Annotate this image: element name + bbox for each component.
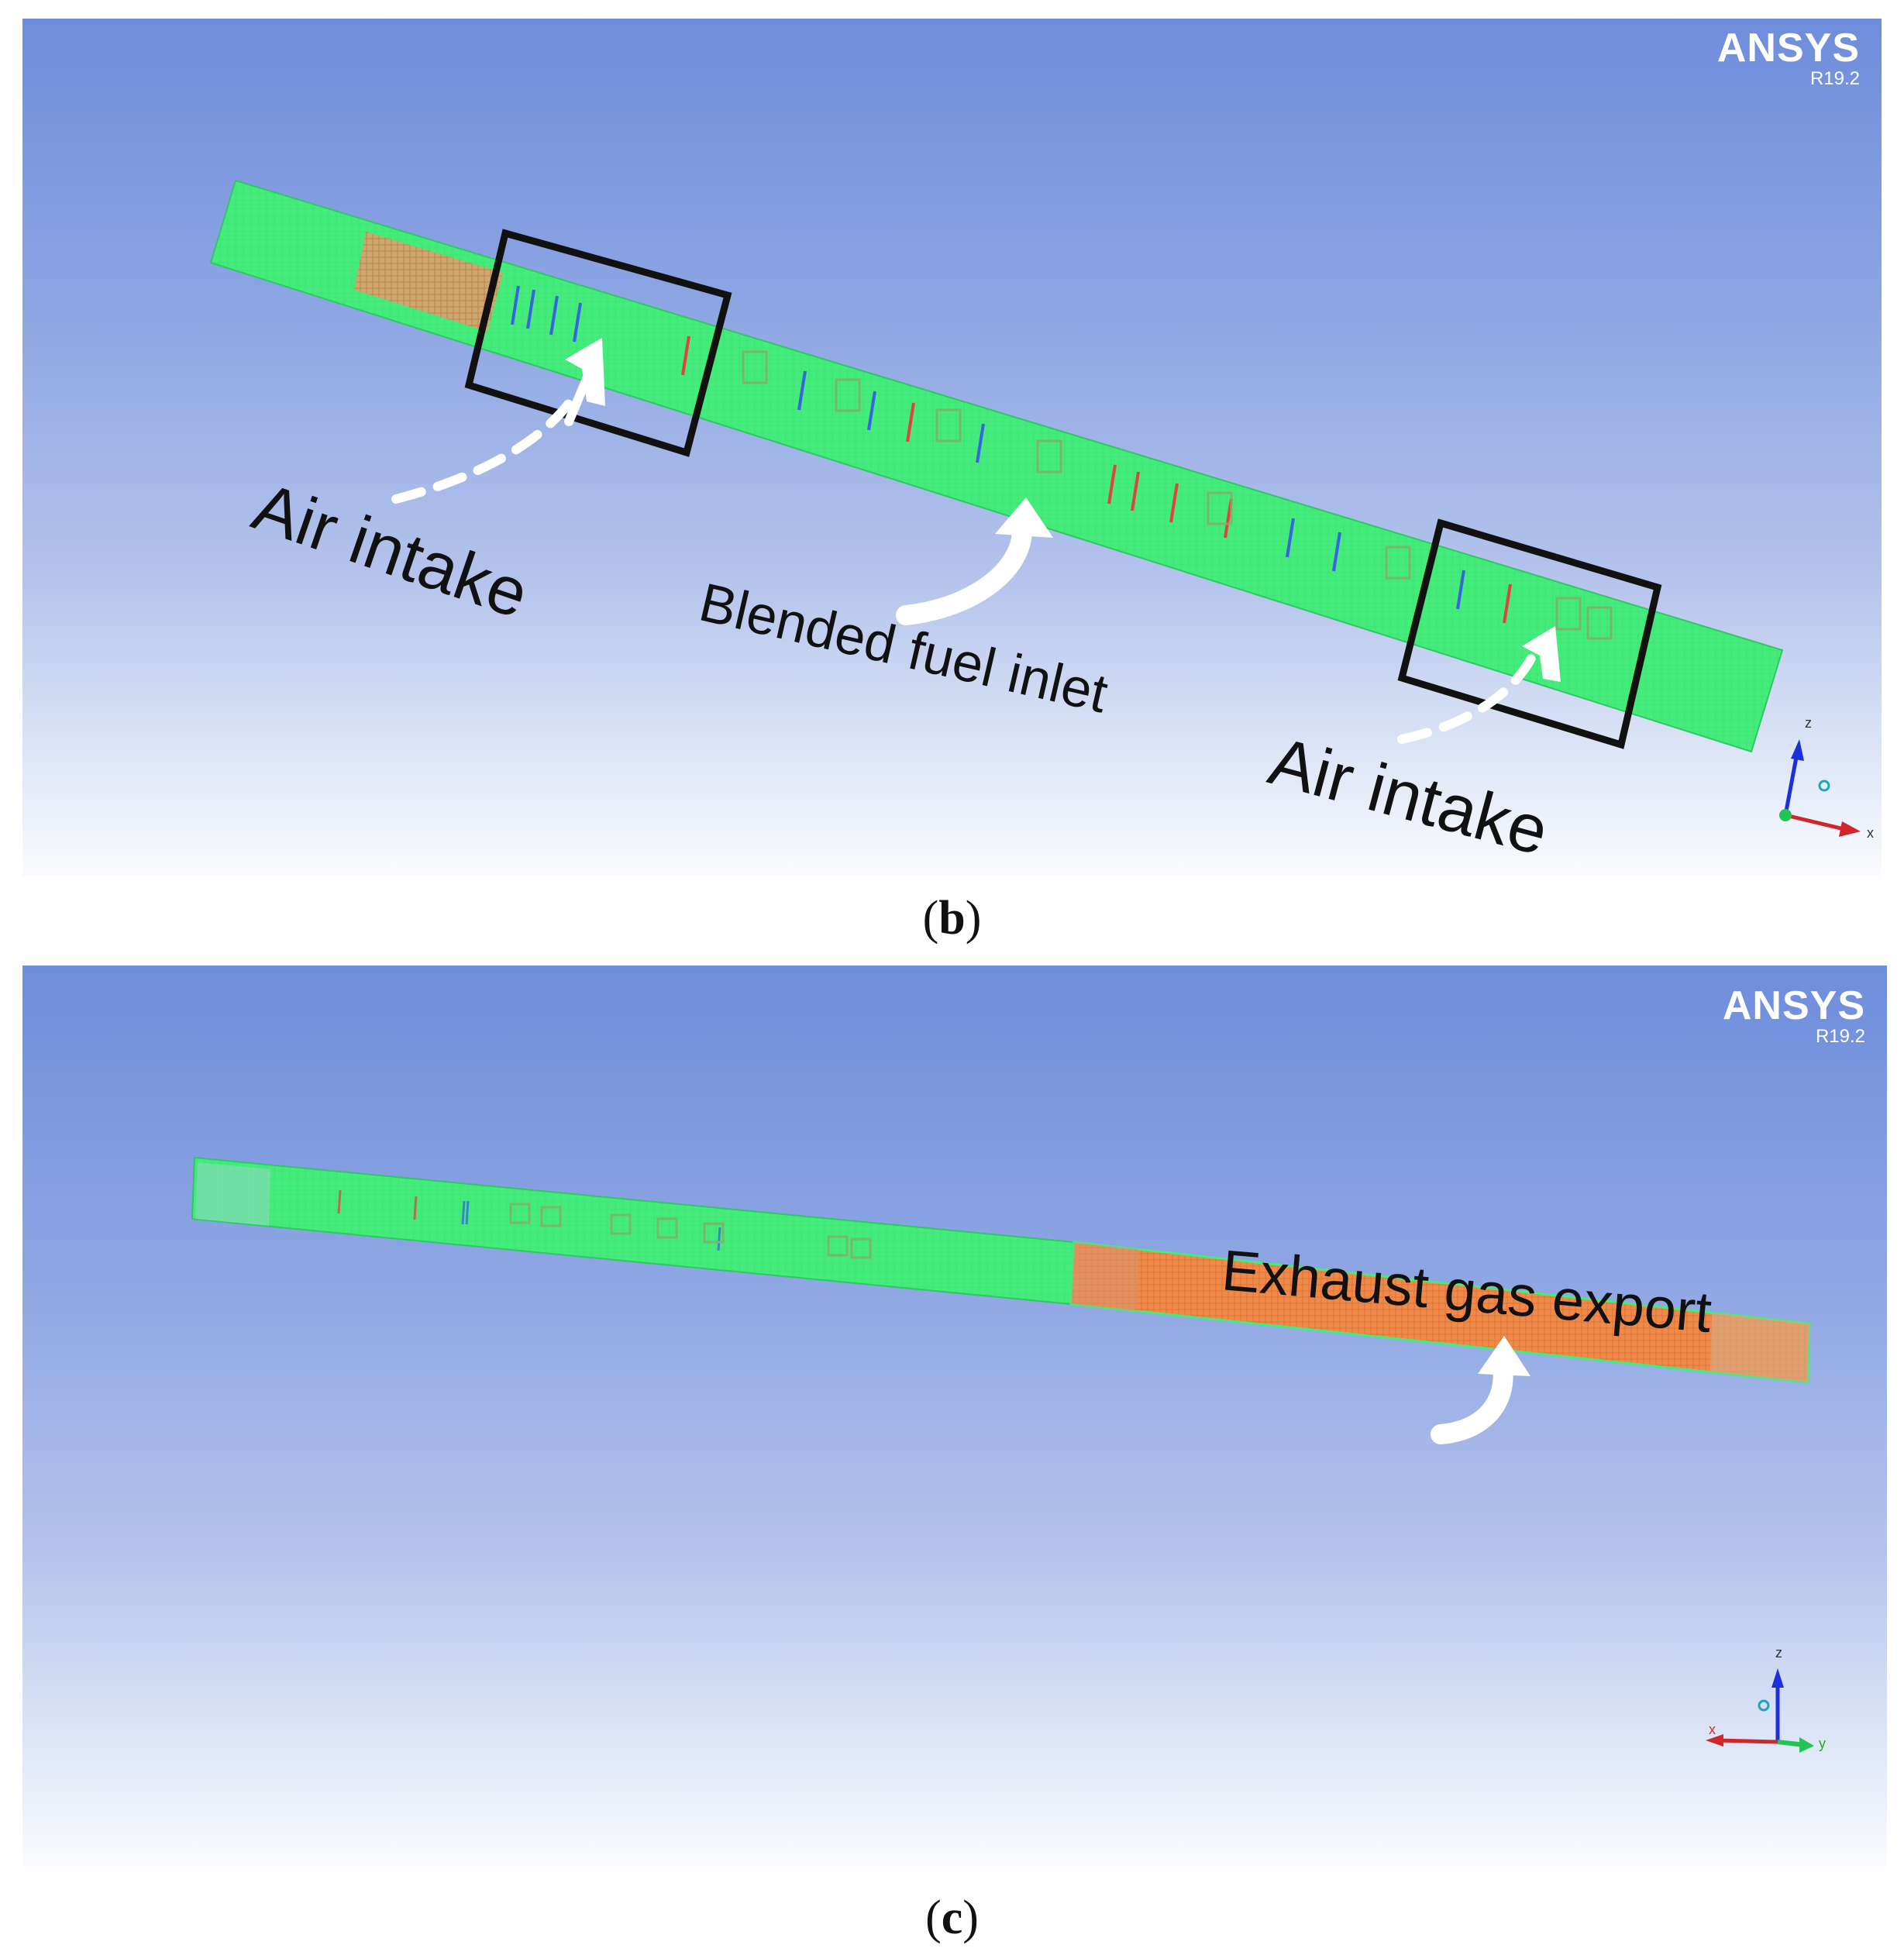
- inlet-patch-c: [195, 1162, 270, 1226]
- highlight-frame-left: [464, 229, 732, 457]
- axis-label-y-c: y: [1819, 1736, 1826, 1751]
- panel-label-c-letter: c: [941, 1891, 963, 1944]
- label-blended-fuel-inlet: Blended fuel inlet: [694, 572, 1114, 725]
- exhaust-section-c: [1069, 1241, 1811, 1384]
- label-air-intake-left: Air intake: [244, 467, 538, 632]
- duct-body-green-c: [191, 1156, 1076, 1306]
- arrow-blended-fuel: [896, 497, 1053, 625]
- axis-label-x-b: x: [1867, 825, 1874, 841]
- axis-label-z-c: z: [1775, 1645, 1782, 1661]
- arrow-head-air-intake-right: [1522, 626, 1561, 682]
- axis-label-x-c: x: [1709, 1722, 1716, 1737]
- brand-version-b: R19.2: [1809, 68, 1860, 89]
- ansys-logo-c: ANSYS R19.2: [1723, 986, 1865, 1048]
- internal-mesh-features-b: [511, 285, 1613, 640]
- brand-version-c: R19.2: [1815, 1026, 1865, 1047]
- arrow-air-intake-right: [1397, 649, 1538, 744]
- arrow-exhaust-gas: [1431, 1336, 1530, 1444]
- axis-label-z-b: z: [1805, 715, 1812, 731]
- panel-label-b-close: ): [965, 892, 982, 945]
- axis-triad-b: z x: [1779, 715, 1874, 841]
- viewport-panel-b[interactable]: Air intake Blended fuel inlet Air intake…: [22, 19, 1882, 876]
- duct-body-b: [209, 179, 1784, 753]
- brand-name-b: ANSYS: [1716, 26, 1860, 71]
- axis-triad-c: z x y: [1706, 1645, 1826, 1753]
- panel-label-b-open: (: [922, 892, 939, 945]
- viewport-panel-c[interactable]: Exhaust gas export z x y ANSYS R19.2: [22, 965, 1887, 1867]
- panel-label-c-close: ): [962, 1891, 979, 1944]
- panel-label-c-open: (: [925, 1891, 942, 1944]
- mesh-scene-b: Air intake Blended fuel inlet Air intake…: [209, 179, 1874, 870]
- internal-mesh-features-c: [337, 1189, 872, 1259]
- label-air-intake-right: Air intake: [1262, 722, 1556, 870]
- panel-label-b: (b): [0, 891, 1904, 946]
- panel-label-b-letter: b: [938, 892, 966, 945]
- mesh-scene-c: Exhaust gas export z x y: [191, 1156, 1826, 1753]
- ansys-logo-b: ANSYS R19.2: [1717, 28, 1860, 90]
- highlight-frame-right: [1397, 518, 1662, 749]
- panel-label-c: (c): [0, 1891, 1904, 1946]
- air-intake-patch-left: [354, 232, 503, 332]
- brand-name-c: ANSYS: [1722, 983, 1865, 1028]
- arrow-head-air-intake-left: [565, 338, 605, 406]
